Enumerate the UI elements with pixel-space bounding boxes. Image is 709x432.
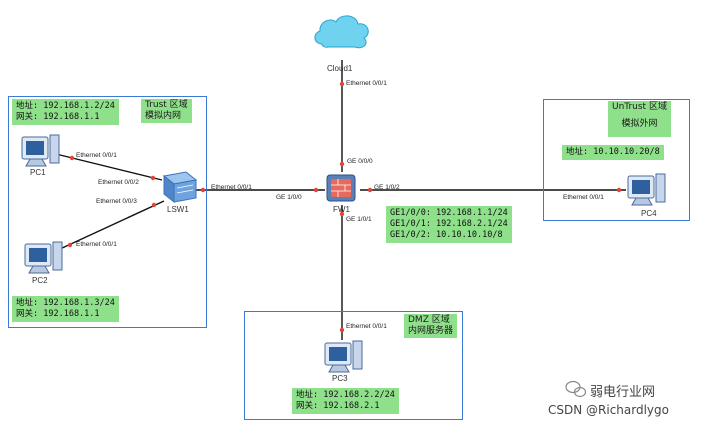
pc4-label: PC4 <box>641 209 657 218</box>
pc2-address-info: 地址: 192.168.1.3/24 网关: 192.168.1.1 <box>12 296 119 322</box>
fw1-interface-info: GE1/0/0: 192.168.1.1/24 GE1/0/1: 192.168… <box>386 206 512 243</box>
port-dot <box>150 175 156 181</box>
port-label: Ethernet 0/0/3 <box>96 198 137 205</box>
port-dot <box>200 187 206 193</box>
port-label: Ethernet 0/0/1 <box>346 80 387 87</box>
fw1-label: FW1 <box>333 205 350 214</box>
port-dot <box>367 187 373 193</box>
port-label: Ethernet 0/0/1 <box>76 152 117 159</box>
port-label: GE 1/0/2 <box>374 184 400 191</box>
port-dot <box>339 327 345 333</box>
dmz-zone <box>244 311 463 420</box>
wechat-icon <box>565 380 587 398</box>
port-dot <box>313 187 319 193</box>
port-label: GE 0/0/0 <box>347 158 373 165</box>
firewall-icon <box>326 174 356 202</box>
pc1-address-info: 地址: 192.168.1.2/24 网关: 192.168.1.1 <box>12 99 119 125</box>
pc-icon <box>627 173 666 206</box>
port-dot <box>151 202 157 208</box>
link-pc2-lsw <box>59 200 165 250</box>
lsw1-label: LSW1 <box>167 205 189 214</box>
cloud-icon <box>314 15 369 49</box>
untrust-zone <box>543 99 690 221</box>
trust-zone-label: Trust 区域模拟内网 <box>141 99 192 123</box>
port-dot <box>67 242 73 248</box>
port-dot <box>69 155 75 161</box>
pc4-address-info: 地址: 10.10.10.20/8 <box>562 145 664 160</box>
port-label: GE 1/0/0 <box>276 194 302 201</box>
port-label: Ethernet 0/0/1 <box>211 184 252 191</box>
pc-icon <box>324 340 363 373</box>
port-dot <box>339 81 345 87</box>
pc3-address-info: 地址: 192.168.2.2/24 网关: 192.168.2.1 <box>292 388 399 414</box>
dmz-zone-label: DMZ 区域内网服务器 <box>404 314 458 338</box>
port-label: Ethernet 0/0/1 <box>563 194 604 201</box>
untrust-zone-label: UnTrust 区域 模拟外网 <box>608 101 671 137</box>
port-dot <box>339 211 345 217</box>
pc2-label: PC2 <box>32 276 48 285</box>
port-dot <box>616 187 622 193</box>
pc-icon <box>21 134 60 167</box>
csdn-watermark: CSDN @Richardlygo <box>548 403 669 417</box>
pc1-label: PC1 <box>30 168 46 177</box>
pc3-label: PC3 <box>332 374 348 383</box>
port-label: Ethernet 0/0/2 <box>98 179 139 186</box>
port-label: Ethernet 0/0/1 <box>76 241 117 248</box>
switch-icon <box>162 171 198 204</box>
port-label: Ethernet 0/0/1 <box>346 323 387 330</box>
wechat-watermark: 弱电行业网 <box>590 385 656 400</box>
port-label: GE 1/0/1 <box>346 216 372 223</box>
pc-icon <box>24 241 63 274</box>
port-dot <box>339 161 345 167</box>
cloud1-label: Cloud1 <box>327 64 353 73</box>
trust-zone <box>8 96 207 328</box>
